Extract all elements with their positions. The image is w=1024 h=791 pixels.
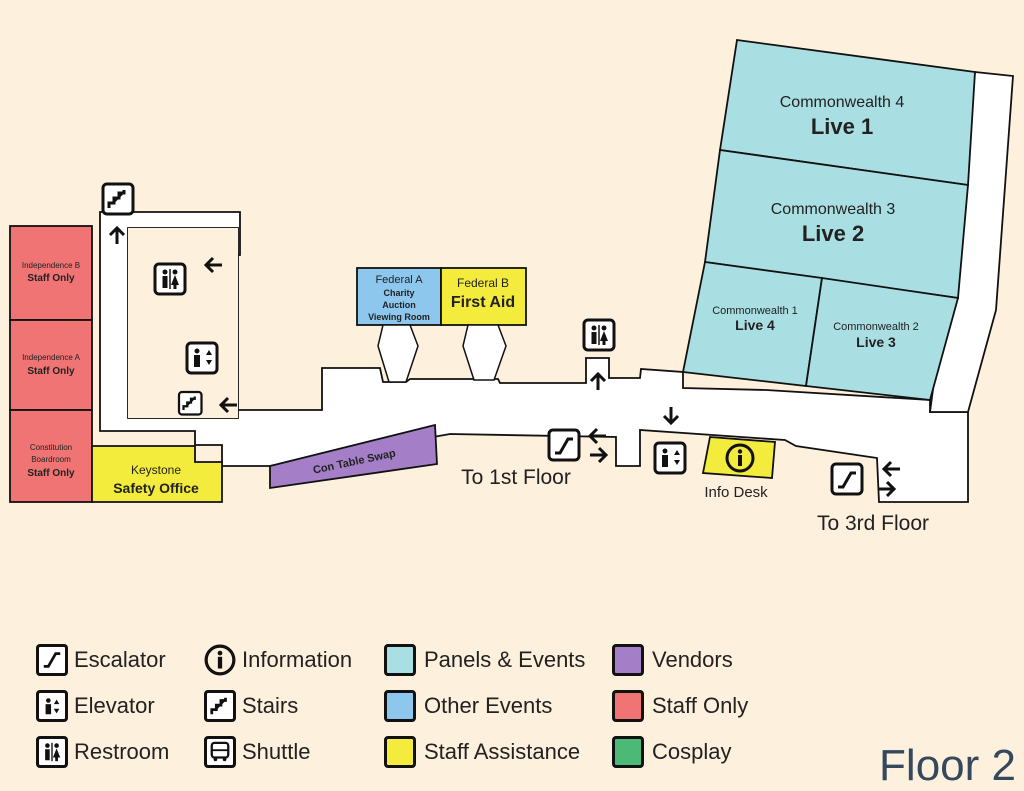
escalator-icon xyxy=(830,462,864,496)
legend-label: Staff Only xyxy=(652,693,749,718)
color-swatch xyxy=(612,736,644,768)
commonwealth1-sub: Live 4 xyxy=(735,317,775,333)
legend-label: Restroom xyxy=(74,739,170,764)
restroom-icon xyxy=(36,736,68,768)
keystone-name: Keystone xyxy=(131,463,181,477)
independence-b-name: Independence B xyxy=(22,261,80,270)
elevator-icon xyxy=(36,690,68,722)
legend-label: Elevator xyxy=(74,693,155,718)
legend-label: Escalator xyxy=(74,647,166,672)
stairs-icon xyxy=(204,690,236,722)
legend-staff-only: Staff Only xyxy=(612,688,748,724)
commonwealth1-name: Commonwealth 1 xyxy=(712,305,798,317)
commonwealth3-name: Commonwealth 3 xyxy=(771,201,896,218)
legend-label: Shuttle xyxy=(242,739,311,764)
legend-label: Information xyxy=(242,647,353,672)
legend-label: Vendors xyxy=(652,647,733,672)
federal-a-sub2: Auction xyxy=(382,300,416,310)
elevator-icon xyxy=(653,441,687,475)
legend-information: Information xyxy=(204,642,352,678)
color-swatch xyxy=(384,690,416,722)
room-keystone xyxy=(91,445,223,503)
color-swatch xyxy=(384,736,416,768)
to-3rd-floor-label: To 3rd Floor xyxy=(817,512,929,535)
independence-a-name: Independence A xyxy=(22,353,80,362)
federal-a-sub3: Viewing Room xyxy=(368,312,430,322)
restroom-icon xyxy=(582,318,616,352)
commonwealth4-name: Commonwealth 4 xyxy=(780,94,905,111)
constitution-name2: Boardroom xyxy=(31,455,71,464)
floor-map: Commonwealth 4 Live 1 Commonwealth 3 Liv… xyxy=(9,38,1014,535)
legend-stairs: Stairs xyxy=(204,688,298,724)
legend-label: Other Events xyxy=(424,693,553,718)
escalator-icon xyxy=(547,428,581,462)
legend-label: Panels & Events xyxy=(424,647,586,672)
legend-label: Stairs xyxy=(242,693,299,718)
stairs-icon xyxy=(101,182,135,216)
keystone-sub: Safety Office xyxy=(113,480,199,496)
room-independence-a xyxy=(9,319,93,411)
legend-vendors: Vendors xyxy=(612,642,733,678)
commonwealth2-sub: Live 3 xyxy=(856,334,896,350)
independence-a-sub: Staff Only xyxy=(27,366,75,377)
direction-arrows xyxy=(108,225,900,498)
legend-label: Cosplay xyxy=(652,739,732,764)
color-swatch xyxy=(612,690,644,722)
independence-b-sub: Staff Only xyxy=(27,273,75,284)
federal-a-name: Federal A xyxy=(375,274,423,286)
shuttle-icon xyxy=(204,736,236,768)
color-swatch xyxy=(384,644,416,676)
floor-title: Floor 2 xyxy=(879,741,1016,790)
legend-escalator: Escalator xyxy=(36,642,166,678)
legend-staff-assistance: Staff Assistance xyxy=(384,734,580,770)
legend-panels-events: Panels & Events xyxy=(384,642,585,678)
room-commonwealth-2 xyxy=(804,276,960,401)
room-constitution xyxy=(9,409,93,503)
information-icon xyxy=(204,644,236,676)
federal-a-sub1: Charity xyxy=(383,288,414,298)
commonwealth2-name: Commonwealth 2 xyxy=(833,321,919,333)
legend-shuttle: Shuttle xyxy=(204,734,311,770)
area-con-table-swap xyxy=(269,423,438,490)
legend-label: Staff Assistance xyxy=(424,739,581,764)
commonwealth3-sub: Live 2 xyxy=(802,221,864,246)
elevator-icon xyxy=(185,341,219,375)
legend-cosplay: Cosplay xyxy=(612,734,731,770)
to-1st-floor-label: To 1st Floor xyxy=(461,466,571,489)
stairs-icon xyxy=(177,390,203,416)
map-legend: Escalator Elevator Restroom Information … xyxy=(36,640,816,780)
legend-other-events: Other Events xyxy=(384,688,552,724)
restroom-icon xyxy=(153,262,187,296)
constitution-name1: Constitution xyxy=(30,443,72,452)
legend-restroom: Restroom xyxy=(36,734,169,770)
info-desk-label: Info Desk xyxy=(704,484,768,501)
room-federal-b xyxy=(440,267,527,326)
federal-b-name: Federal B xyxy=(457,276,509,290)
legend-elevator: Elevator xyxy=(36,688,155,724)
commonwealth4-sub: Live 1 xyxy=(811,114,873,139)
federal-b-sub: First Aid xyxy=(451,294,515,311)
escalator-icon xyxy=(36,644,68,676)
color-swatch xyxy=(612,644,644,676)
constitution-sub: Staff Only xyxy=(27,468,75,479)
